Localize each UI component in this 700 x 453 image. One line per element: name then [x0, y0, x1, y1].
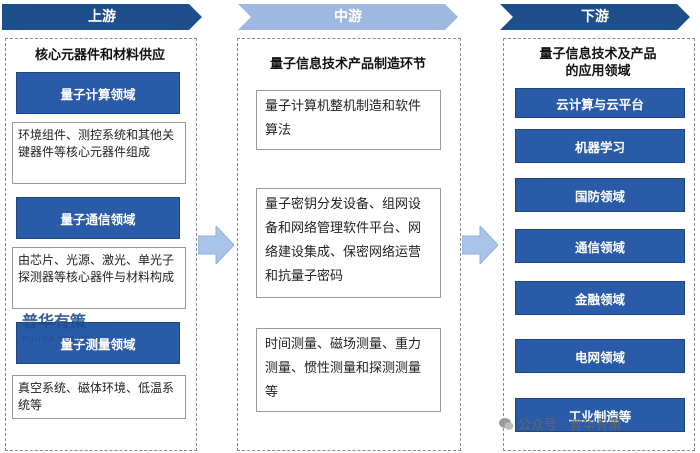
quantum-measurement-desc: 真空系统、磁体环境、低温系统等	[12, 375, 186, 419]
upstream-title: 核心元器件和材料供应	[34, 48, 165, 63]
quantum-computing-desc: 环境组件、测控系统和其他关键器件等核心元器件组成	[12, 122, 186, 184]
app-industrial-manufacturing: 工业制造等	[515, 398, 685, 432]
quantum-communication-label: 量子通信领域	[16, 197, 180, 239]
app-power-grid: 电网领域	[515, 339, 685, 373]
downstream-title: 量子信息技术及产品 的应用领域	[503, 46, 693, 80]
brand-watermark-latin: PUHUA YOUCE	[22, 335, 91, 344]
quantum-communication-desc: 由芯片、光源、激光、单光子探测器等核心器件与材料构成	[12, 247, 186, 309]
arrow-right-icon	[462, 226, 498, 264]
downstream-title-line1: 量子信息技术及产品	[539, 47, 657, 62]
app-cloud-computing: 云计算与云平台	[515, 88, 685, 118]
quantum-measurement-label: 量子测量领域	[16, 322, 180, 364]
arrow-right-icon	[198, 226, 234, 264]
midstream-item-computing: 量子计算机整机制造和软件算法	[256, 90, 441, 150]
downstream-title-line2: 的应用领域	[565, 64, 631, 79]
chat-bubble-icon	[499, 417, 514, 430]
downstream-header-label: 下游	[581, 9, 609, 25]
app-defense: 国防领域	[515, 178, 685, 212]
footer-account-text: 公众号 · 普华有策	[518, 418, 622, 433]
upstream-header: 上游	[2, 4, 202, 30]
app-machine-learning: 机器学习	[515, 129, 685, 163]
footer-account-mark: 公众号 · 普华有策	[498, 414, 621, 433]
app-communication: 通信领域	[515, 229, 685, 263]
midstream-header: 中游	[238, 4, 458, 30]
midstream-title: 量子信息技术产品制造环节	[269, 57, 426, 72]
brand-watermark-name: 普华有策	[22, 312, 87, 331]
midstream-header-label: 中游	[334, 9, 362, 25]
midstream-item-measurement: 时间测量、磁场测量、重力测量、惯性测量和探测测量等	[256, 328, 441, 412]
quantum-computing-label: 量子计算领域	[16, 72, 180, 114]
upstream-header-label: 上游	[88, 9, 116, 25]
brand-watermark: 普华有策 PUHUA YOUCE	[22, 313, 91, 349]
app-finance: 金融领域	[515, 281, 685, 315]
midstream-item-communication: 量子密钥分发设备、组网设备和网络管理软件平台、网络建设集成、保密网络运营和抗量子…	[256, 188, 441, 298]
downstream-header: 下游	[500, 4, 690, 30]
